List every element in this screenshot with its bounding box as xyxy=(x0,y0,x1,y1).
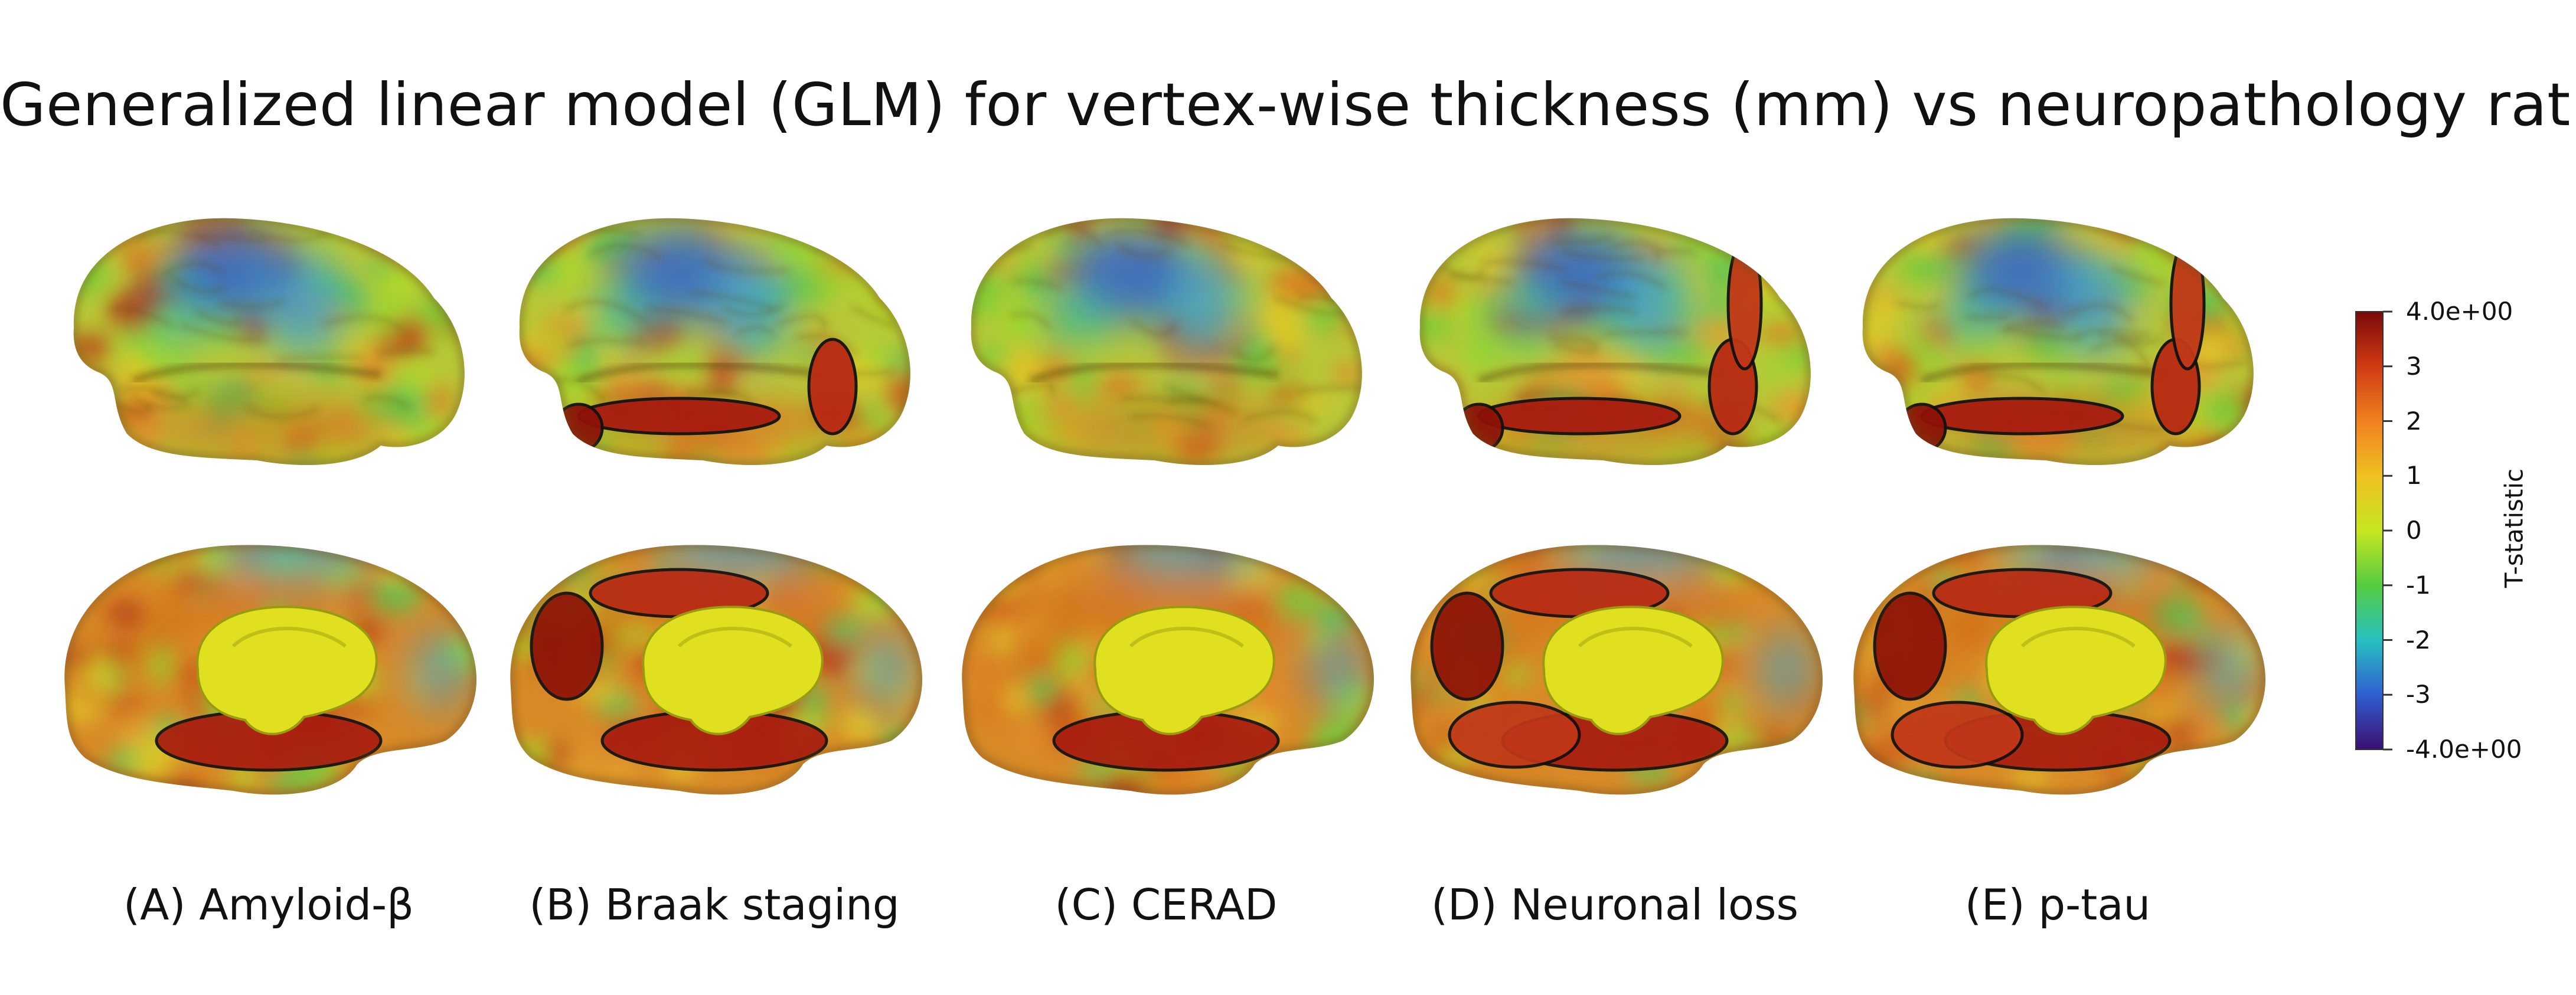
colorbar-tick-label: -4.0e+00 xyxy=(2406,735,2522,764)
colorbar-tick-label: 4.0e+00 xyxy=(2406,297,2513,326)
panel-0 xyxy=(64,218,477,795)
colorbar-tick-label: 1 xyxy=(2406,461,2422,490)
colorbar-tick-label: -3 xyxy=(2406,680,2431,709)
panel-label: (A) Amyloid-β xyxy=(123,880,414,929)
colorbar-tick-label: 2 xyxy=(2406,406,2422,436)
lateral-surface xyxy=(519,218,910,465)
panel-3 xyxy=(1411,218,1823,795)
lateral-surface xyxy=(1419,218,1811,465)
medial-surface xyxy=(1411,545,1823,795)
lateral-surface xyxy=(971,218,1362,465)
colorbar-tick-label: 0 xyxy=(2406,516,2422,545)
colorbar-tick-label: -1 xyxy=(2406,570,2431,600)
panel-1 xyxy=(510,218,923,795)
panel-label: (C) CERAD xyxy=(1054,880,1278,929)
panel-2 xyxy=(962,218,1374,795)
medial-surface xyxy=(64,545,477,795)
colorbar-title: T-statistic xyxy=(2499,468,2529,588)
figure-title: Generalized linear model (GLM) for verte… xyxy=(0,70,2576,139)
medial-surface xyxy=(1853,545,2266,795)
lateral-surface xyxy=(73,218,465,465)
significance-cluster xyxy=(1430,568,1729,772)
colorbar-tick-label: 3 xyxy=(2406,351,2422,381)
panel-label: (B) Braak staging xyxy=(529,880,900,929)
colorbar-tick-label: -2 xyxy=(2406,625,2431,654)
colorbar xyxy=(2355,310,2392,751)
panel-label: (E) p-tau xyxy=(1964,880,2151,929)
significance-cluster xyxy=(1873,568,2172,772)
lateral-surface xyxy=(1862,218,2254,465)
medial-surface xyxy=(962,545,1374,795)
panel-4 xyxy=(1853,218,2266,795)
panel-label: (D) Neuronal loss xyxy=(1431,880,1799,929)
medial-surface xyxy=(510,545,923,795)
